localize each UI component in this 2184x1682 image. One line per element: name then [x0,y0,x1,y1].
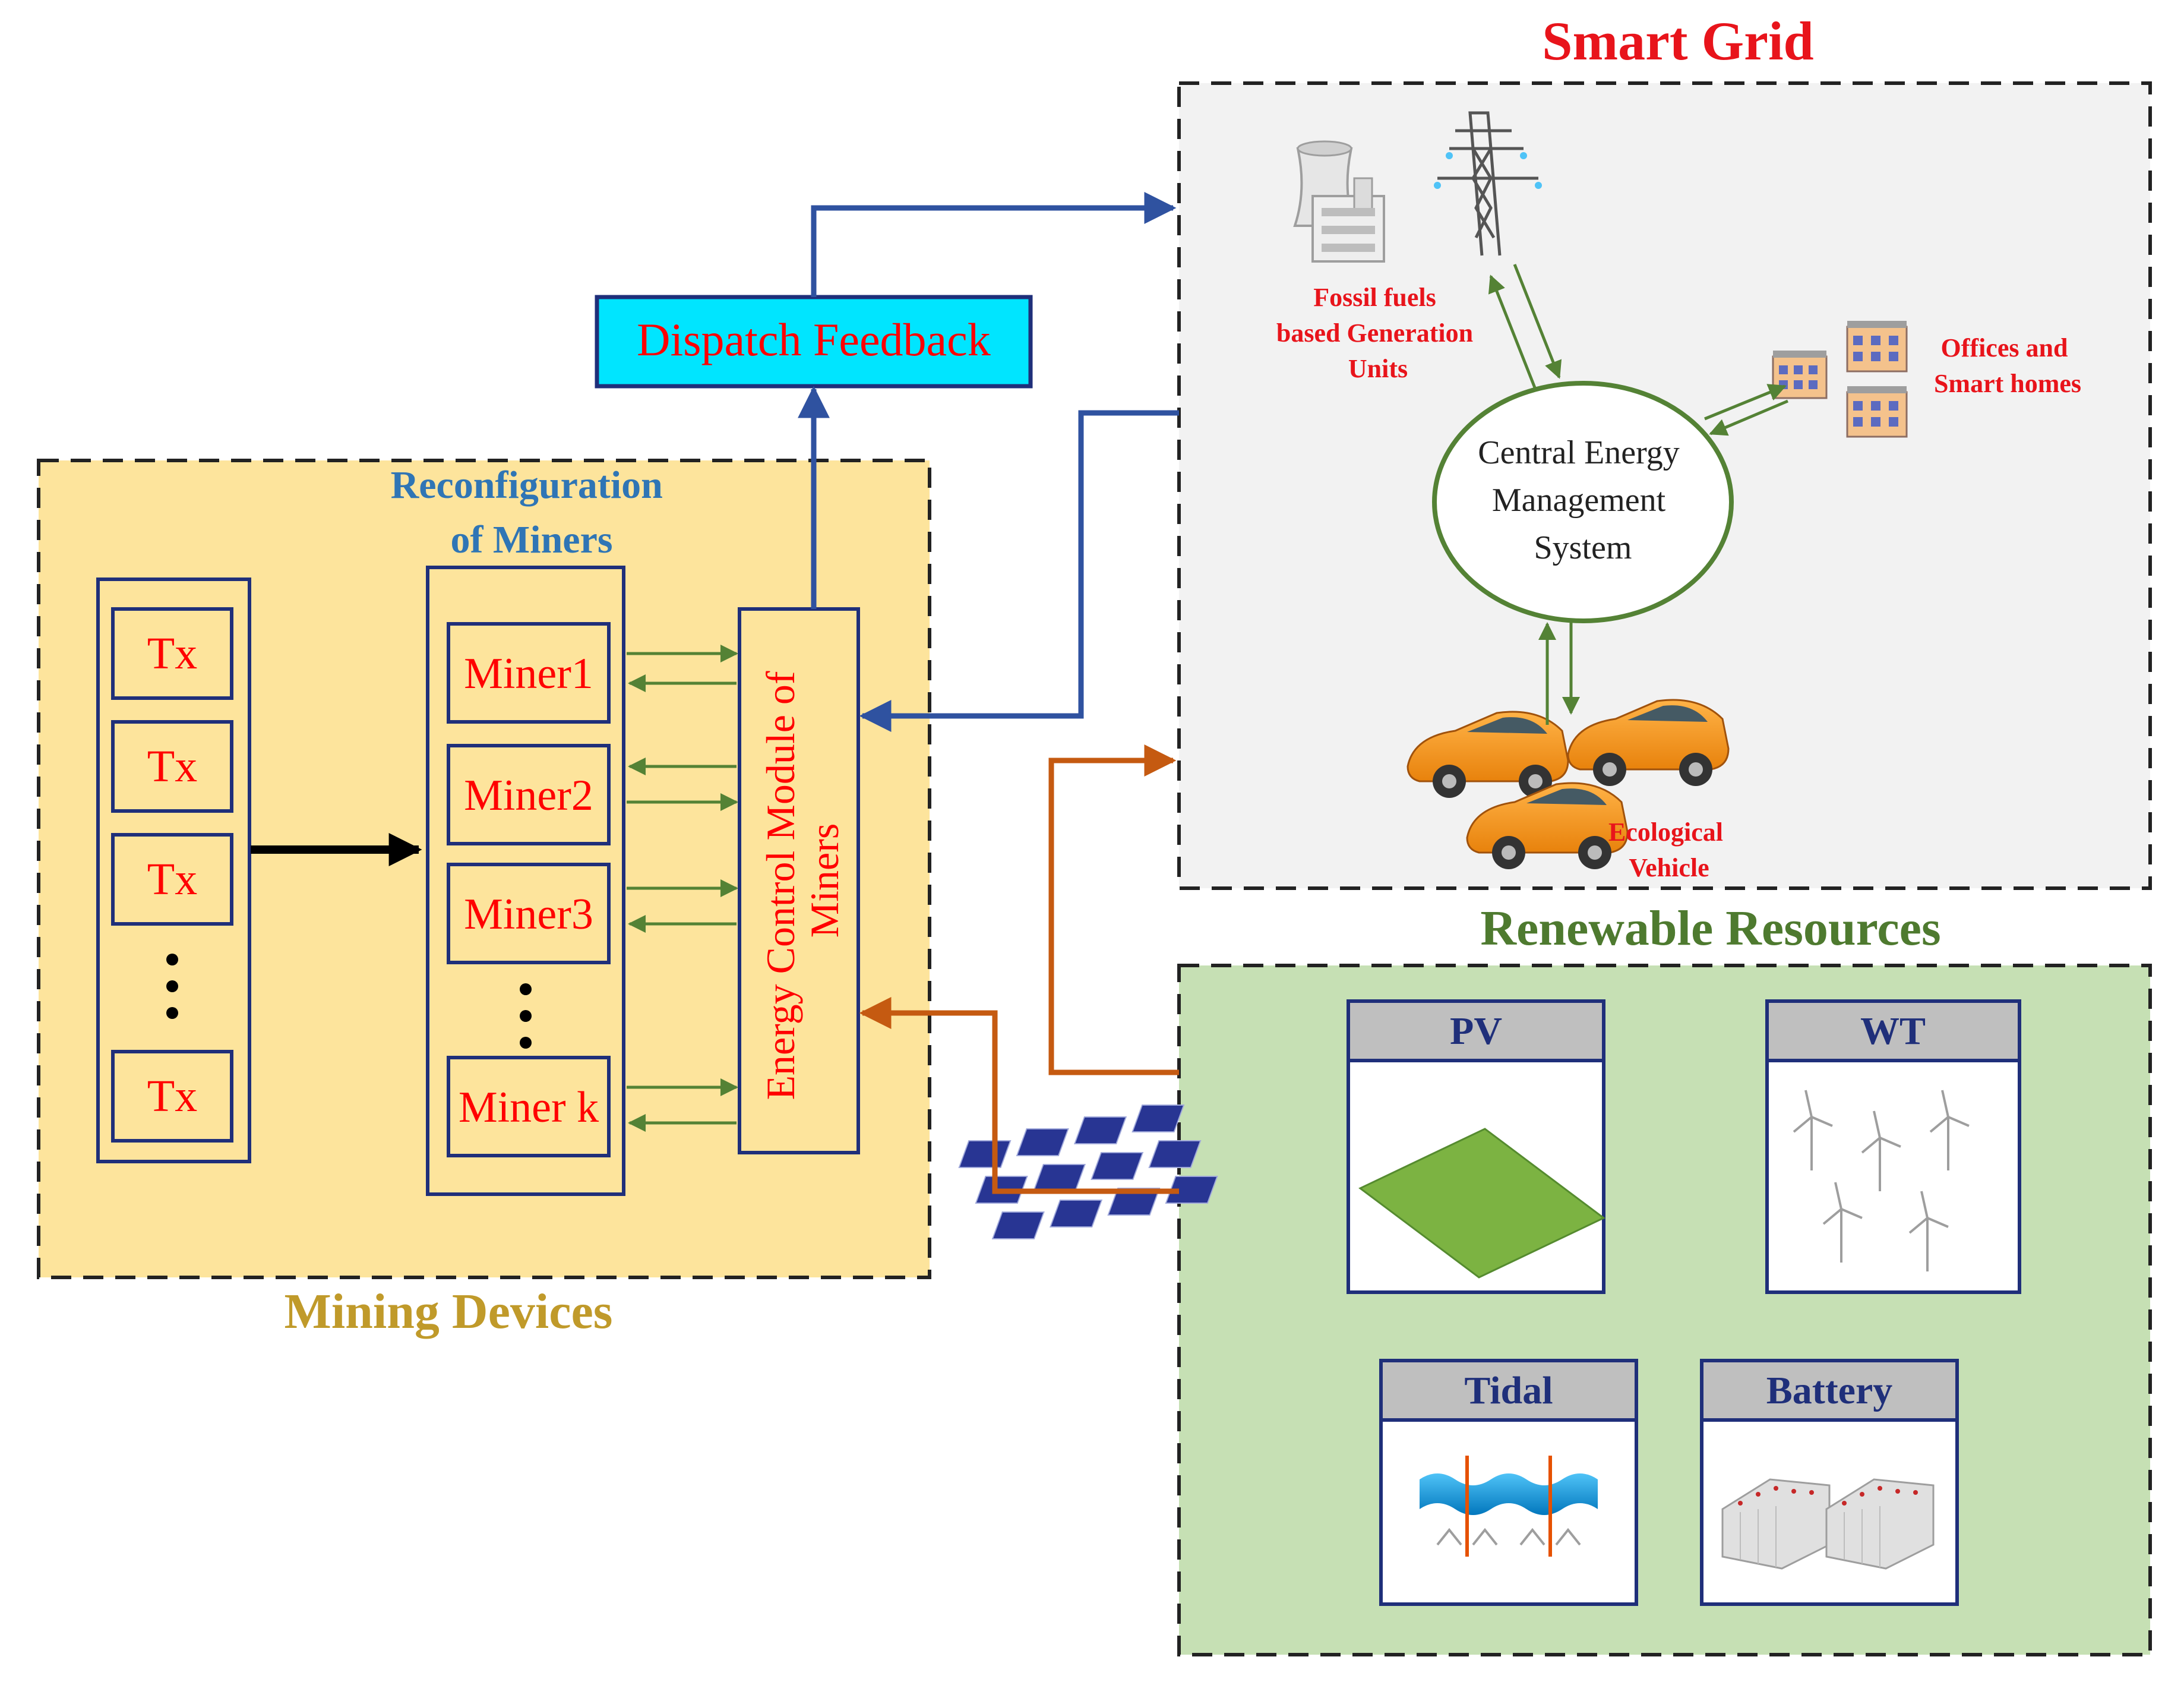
tx-item: Tx [111,720,233,813]
miner-column [426,566,625,1196]
svg-text:Miner1: Miner1 [464,649,593,698]
pv-label: PV [1450,1009,1502,1053]
svg-text:Miner k: Miner k [459,1083,599,1132]
renewable-to-ecm-arrow [859,997,1179,1194]
wind-turbine-icon [1793,1090,1970,1271]
renewable-to-smart-grid-arrow [1048,744,1179,1075]
energy-control-module [738,607,860,1154]
ecm-label: Energy Control Module of Miners [758,661,847,1100]
renewable-title: Renewable Resources [1480,901,1940,956]
miner-item: Miner3 [447,863,611,964]
dispatch-to-smart-grid-arrow [811,192,1177,297]
miner-item: Miner1 [447,622,611,724]
svg-text:Tx: Tx [147,741,197,791]
tidal-resource: Tidal [1379,1359,1638,1606]
mining-region: Mining Devices Reconfiguration of Miners… [37,459,931,1339]
dispatch-label: Dispatch Feedback [637,314,991,365]
pv-resource: PV [958,999,1605,1294]
cems-label: Central Energy Management System [1478,434,1688,566]
dispatch-feedback-node: Dispatch Feedback [595,295,1033,389]
mining-title: Mining Devices [285,1284,613,1339]
miner-ecm-links [627,645,738,1132]
tx-item: Tx [111,607,233,700]
ecological-vehicle-icon [1407,699,1730,869]
tidal-turbine-icon [1420,1456,1598,1557]
transmission-tower-icon [1434,111,1542,256]
svg-text:Tx: Tx [147,854,197,904]
wt-label: WT [1860,1009,1926,1053]
cems-links [1488,264,1788,725]
smart-grid-to-ecm-arrow [859,410,1179,732]
smart-grid-region: Smart Grid Fossil fuels based Generation… [1177,11,2152,890]
svg-text:Tx: Tx [147,1071,197,1121]
tx-ellipsis [166,954,178,1019]
reconfig-label: Reconfiguration of Miners [391,463,673,561]
tx-item: Tx [111,1050,233,1143]
blue-connectors [798,192,1179,732]
svg-text:Miner2: Miner2 [464,771,593,820]
battery-resource: Battery [1700,1359,1959,1606]
miner-ellipsis [520,983,532,1049]
offices-label: Offices and Smart homes [1934,333,2081,398]
battery-label: Battery [1766,1369,1893,1412]
miner-item: Miner k [447,1056,611,1157]
smart-grid-title: Smart Grid [1542,11,1813,71]
svg-text:Tx: Tx [147,629,197,679]
miner-item: Miner2 [447,744,611,845]
fossil-plant-icon [1293,140,1385,263]
cems-node [1432,381,1734,623]
tx-column [96,578,251,1163]
tx-item: Tx [111,833,233,926]
wt-resource: WT [1765,999,2021,1294]
svg-text:Miner3: Miner3 [464,890,593,939]
vehicle-label: Ecological Vehicle [1608,818,1730,882]
tidal-label: Tidal [1464,1369,1553,1412]
battery-bank-icon [1721,1478,1935,1570]
solar-panel-icon [958,1104,1605,1279]
fossil-label: Fossil fuels based Generation Units [1276,283,1480,383]
renewable-region: Renewable Resources PV [958,901,2152,1656]
orange-connectors [859,744,1179,1194]
